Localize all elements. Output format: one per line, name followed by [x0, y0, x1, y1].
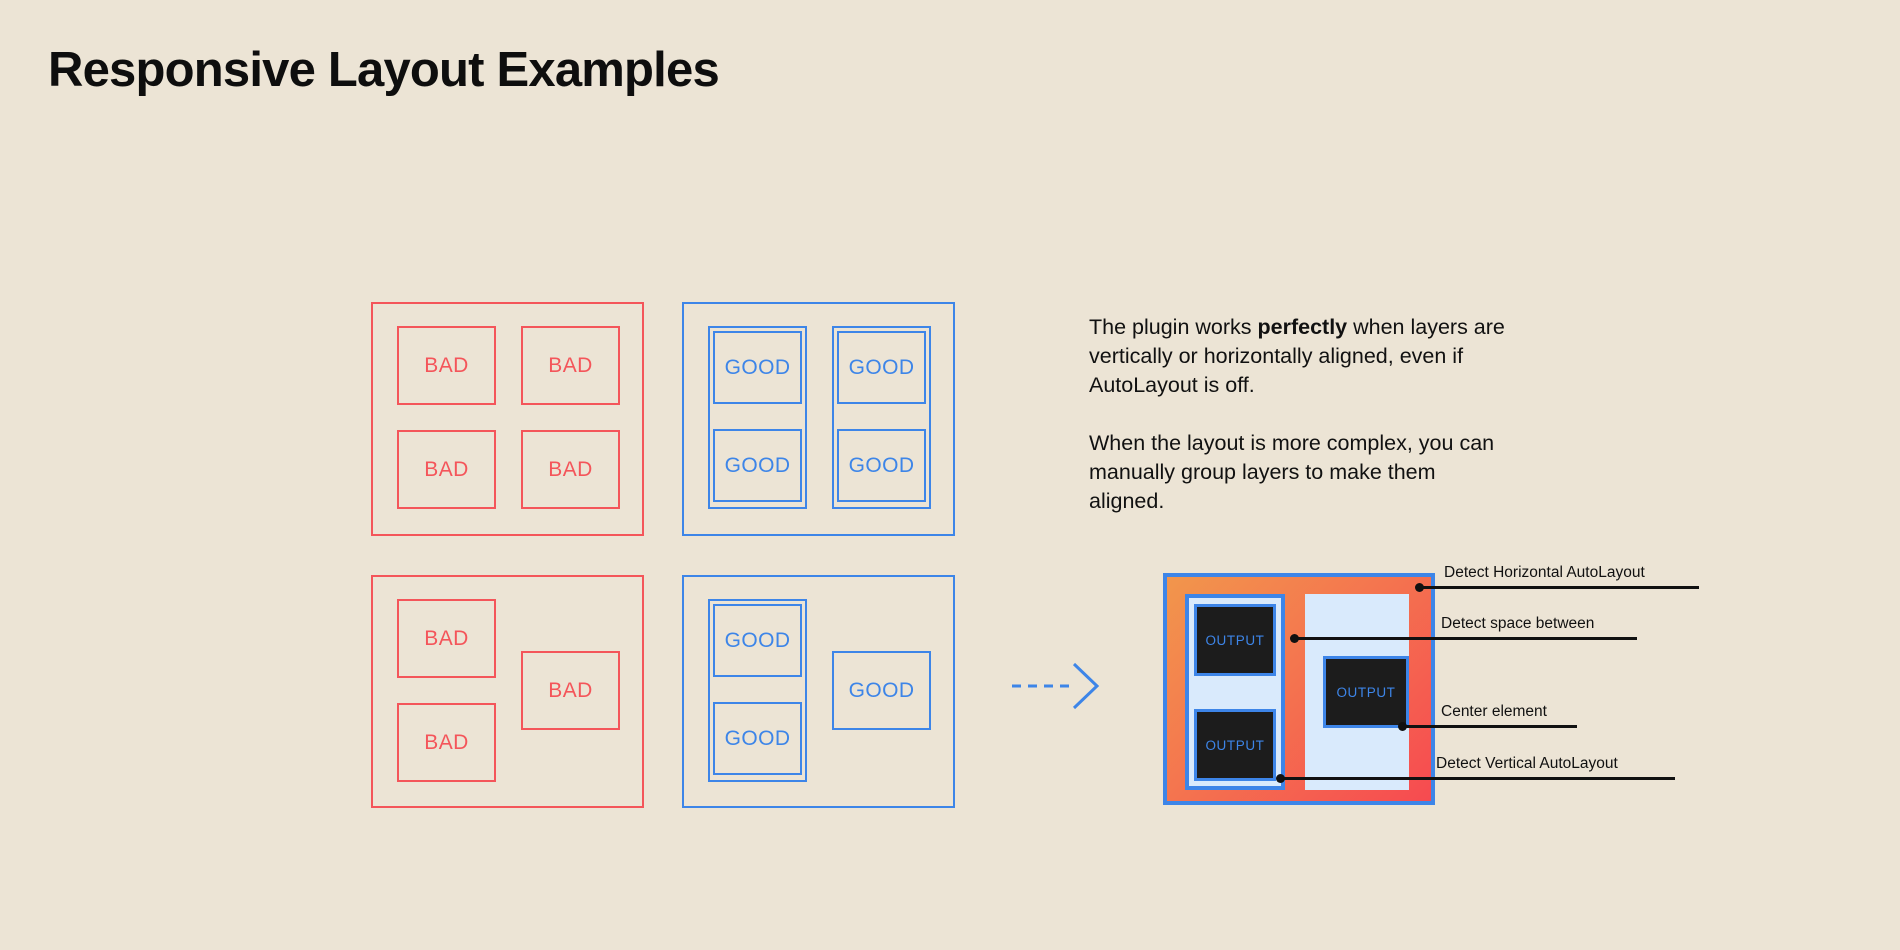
annotation-label-center-element: Center element — [1441, 703, 1547, 720]
dashed-arrow-right-icon — [1012, 660, 1104, 717]
paragraph-1-lead: The plugin works — [1089, 315, 1258, 339]
layer-group-wrapper: GOOD GOOD — [832, 326, 931, 509]
cell-good: GOOD — [837, 331, 926, 404]
cell-good: GOOD — [713, 429, 802, 502]
explanation-paragraph-1: The plugin works perfectly when layers a… — [1089, 313, 1509, 400]
explanation-text: The plugin works perfectly when layers a… — [1089, 313, 1509, 516]
annotation-line — [1280, 777, 1675, 780]
layer-group-wrapper: GOOD GOOD — [708, 326, 807, 509]
annotation-line — [1419, 586, 1699, 589]
example-panel-bad-grid: BAD BAD BAD BAD — [371, 302, 644, 536]
cell-good: GOOD — [832, 651, 931, 730]
cell-bad: BAD — [397, 326, 496, 405]
annotation-label-detect-vertical-autolayout: Detect Vertical AutoLayout — [1436, 755, 1618, 772]
cell-good: GOOD — [713, 702, 802, 775]
annotation-line — [1294, 637, 1637, 640]
page-title: Responsive Layout Examples — [48, 43, 720, 97]
layer-group-wrapper: GOOD GOOD — [708, 599, 807, 782]
output-box: OUTPUT — [1194, 604, 1276, 676]
cell-bad: BAD — [397, 599, 496, 678]
cell-good: GOOD — [713, 331, 802, 404]
result-diagram: OUTPUT OUTPUT OUTPUT — [1163, 573, 1435, 805]
cell-good: GOOD — [837, 429, 926, 502]
cell-bad: BAD — [521, 651, 620, 730]
cell-bad: BAD — [397, 703, 496, 782]
output-box: OUTPUT — [1194, 709, 1276, 781]
paragraph-1-tail: when layers are vertically or horizontal… — [1089, 315, 1505, 397]
explanation-paragraph-2: When the layout is more complex, you can… — [1089, 431, 1495, 513]
example-panel-good-grid: GOOD GOOD GOOD GOOD — [682, 302, 955, 536]
centered-element-column: OUTPUT — [1305, 594, 1409, 790]
cell-good: GOOD — [713, 604, 802, 677]
cell-bad: BAD — [521, 430, 620, 509]
annotation-line — [1402, 725, 1577, 728]
vertical-autolayout-group: OUTPUT OUTPUT — [1185, 594, 1285, 790]
example-panel-bad-scatter: BAD BAD BAD — [371, 575, 644, 808]
annotation-label-detect-space-between: Detect space between — [1441, 615, 1595, 632]
output-box: OUTPUT — [1323, 656, 1409, 728]
cell-bad: BAD — [397, 430, 496, 509]
cell-bad: BAD — [521, 326, 620, 405]
example-panel-good-scatter: GOOD GOOD GOOD — [682, 575, 955, 808]
paragraph-1-emphasis: perfectly — [1257, 315, 1348, 339]
annotation-label-detect-horizontal-autolayout: Detect Horizontal AutoLayout — [1444, 564, 1645, 581]
